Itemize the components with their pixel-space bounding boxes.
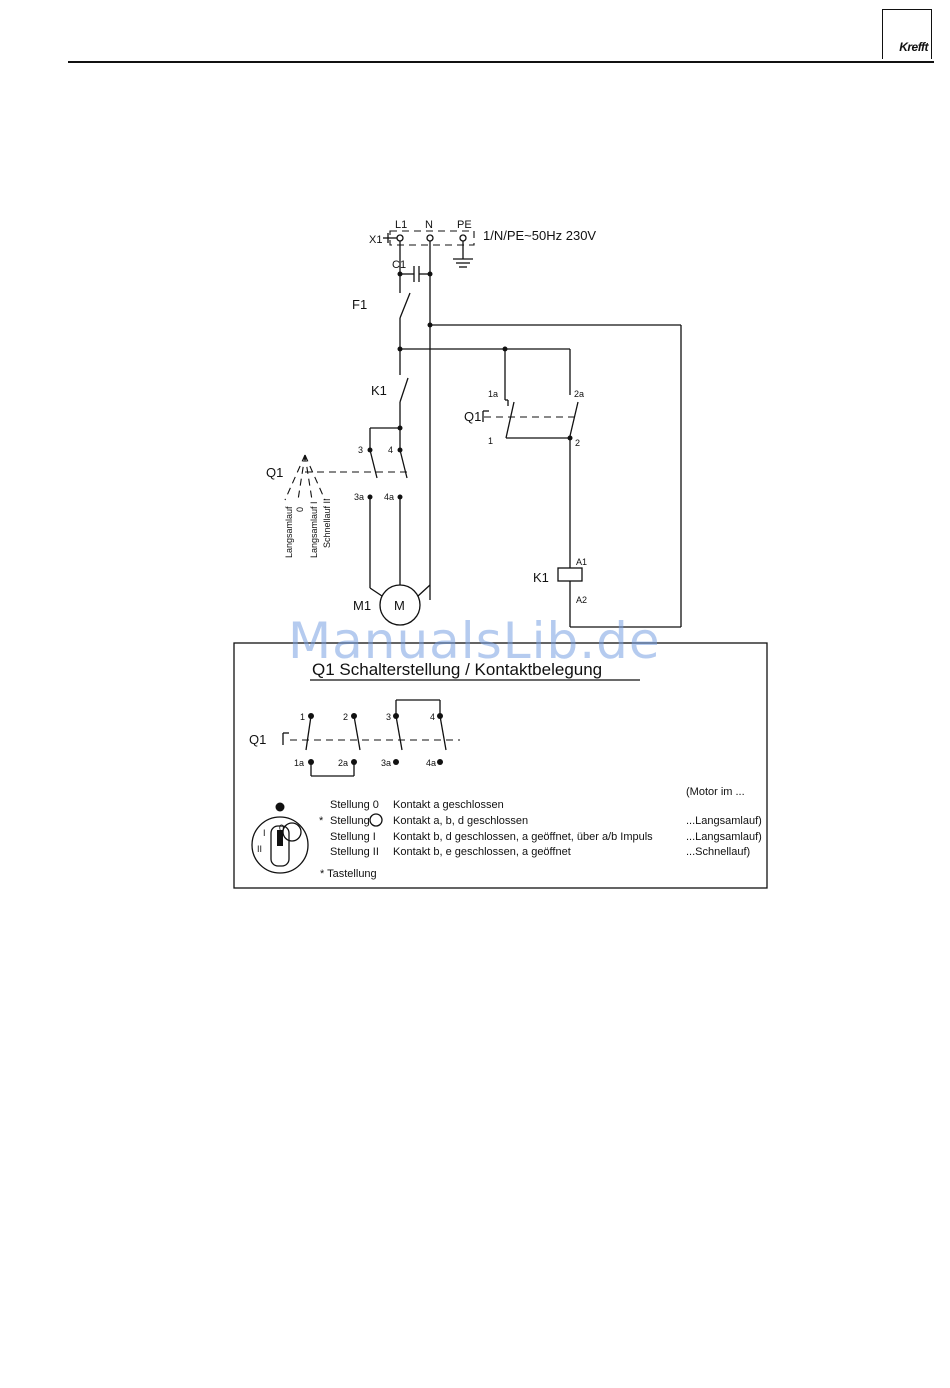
legend-term-bottom-3a: 3a bbox=[381, 758, 391, 768]
label-c1: C1 bbox=[392, 259, 406, 271]
legend-row-2-motor: ...Langsamlauf) bbox=[686, 831, 762, 843]
legend-row-1-pos: Stellung bbox=[330, 815, 370, 827]
legend-term-bottom-2a: 2a bbox=[338, 758, 348, 768]
legend-q1: Q1 bbox=[249, 732, 266, 747]
label-a1: A1 bbox=[576, 557, 587, 567]
label-x1: X1 bbox=[369, 234, 382, 246]
label-term-2: 2 bbox=[575, 438, 580, 448]
legend-term-bottom-4a: 4a bbox=[426, 758, 436, 768]
label-term-3: 3 bbox=[358, 445, 363, 455]
label-f1: F1 bbox=[352, 297, 367, 312]
brand-logo-text: Krefft bbox=[899, 40, 928, 54]
label-term-3a: 3a bbox=[354, 492, 364, 502]
position-t-symbol-icon bbox=[369, 813, 383, 827]
header-rule bbox=[68, 61, 934, 63]
label-term-1: 1 bbox=[488, 436, 493, 446]
legend-title: Q1 Schalterstellung / Kontaktbelegung bbox=[312, 660, 602, 679]
knob-label-0: 0 bbox=[279, 823, 284, 833]
label-q1-right: Q1 bbox=[464, 409, 481, 424]
label-pos-schnell-ii: Schnellauf II bbox=[322, 498, 332, 548]
label-pe: PE bbox=[457, 219, 472, 231]
label-q1-left: Q1 bbox=[266, 465, 283, 480]
label-term-1a: 1a bbox=[488, 389, 498, 399]
legend-row-0-pos: Stellung 0 bbox=[330, 799, 379, 811]
legend-term-top-4: 4 bbox=[430, 712, 435, 722]
legend-term-top-3: 3 bbox=[386, 712, 391, 722]
label-pos-0: 0 bbox=[295, 507, 305, 512]
knob-label-ii: II bbox=[257, 844, 262, 854]
label-pos-langsam-i: Langsamlauf I bbox=[309, 501, 319, 558]
legend-row-3-desc: Kontakt b, e geschlossen, a geöffnet bbox=[393, 846, 571, 858]
label-supply: 1/N/PE~50Hz 230V bbox=[483, 228, 596, 243]
label-term-4a: 4a bbox=[384, 492, 394, 502]
label-term-4: 4 bbox=[388, 445, 393, 455]
selector-knob-icon bbox=[251, 802, 309, 874]
legend-row-1-star: * bbox=[319, 815, 324, 827]
label-l1: L1 bbox=[395, 219, 407, 231]
legend-row-3-motor: ...Schnellauf) bbox=[686, 846, 750, 858]
label-a2: A2 bbox=[576, 595, 587, 605]
legend-row-1-motor: ...Langsamlauf) bbox=[686, 815, 762, 827]
legend-row-1-desc: Kontakt a, b, d geschlossen bbox=[393, 815, 528, 827]
brand-logo: Krefft bbox=[882, 9, 932, 59]
legend-contacts bbox=[282, 699, 460, 777]
watermark: ManualsLib.de bbox=[288, 612, 661, 670]
label-pos-langsam: Langsamlauf bbox=[284, 506, 294, 558]
knob-label-i: I bbox=[263, 828, 266, 838]
label-motor: M bbox=[394, 598, 405, 613]
label-n: N bbox=[425, 219, 433, 231]
legend-footnote: * Tastellung bbox=[320, 868, 377, 880]
legend-term-bottom-1a: 1a bbox=[294, 758, 304, 768]
legend-box bbox=[233, 642, 768, 889]
label-term-2a: 2a bbox=[574, 389, 584, 399]
terminal-block-x1 bbox=[383, 230, 475, 268]
legend-motor-header: (Motor im ... bbox=[686, 786, 745, 798]
label-k1: K1 bbox=[371, 383, 387, 398]
label-k1-coil: K1 bbox=[533, 570, 549, 585]
legend-row-2-desc: Kontakt b, d geschlossen, a geöffnet, üb… bbox=[393, 831, 653, 843]
legend-row-0-desc: Kontakt a geschlossen bbox=[393, 799, 504, 811]
legend-row-3-pos: Stellung II bbox=[330, 846, 379, 858]
legend-row-2-pos: Stellung I bbox=[330, 831, 376, 843]
legend-term-top-2: 2 bbox=[343, 712, 348, 722]
legend-term-top-1: 1 bbox=[300, 712, 305, 722]
label-m1: M1 bbox=[353, 598, 371, 613]
main-conductors bbox=[284, 241, 682, 628]
